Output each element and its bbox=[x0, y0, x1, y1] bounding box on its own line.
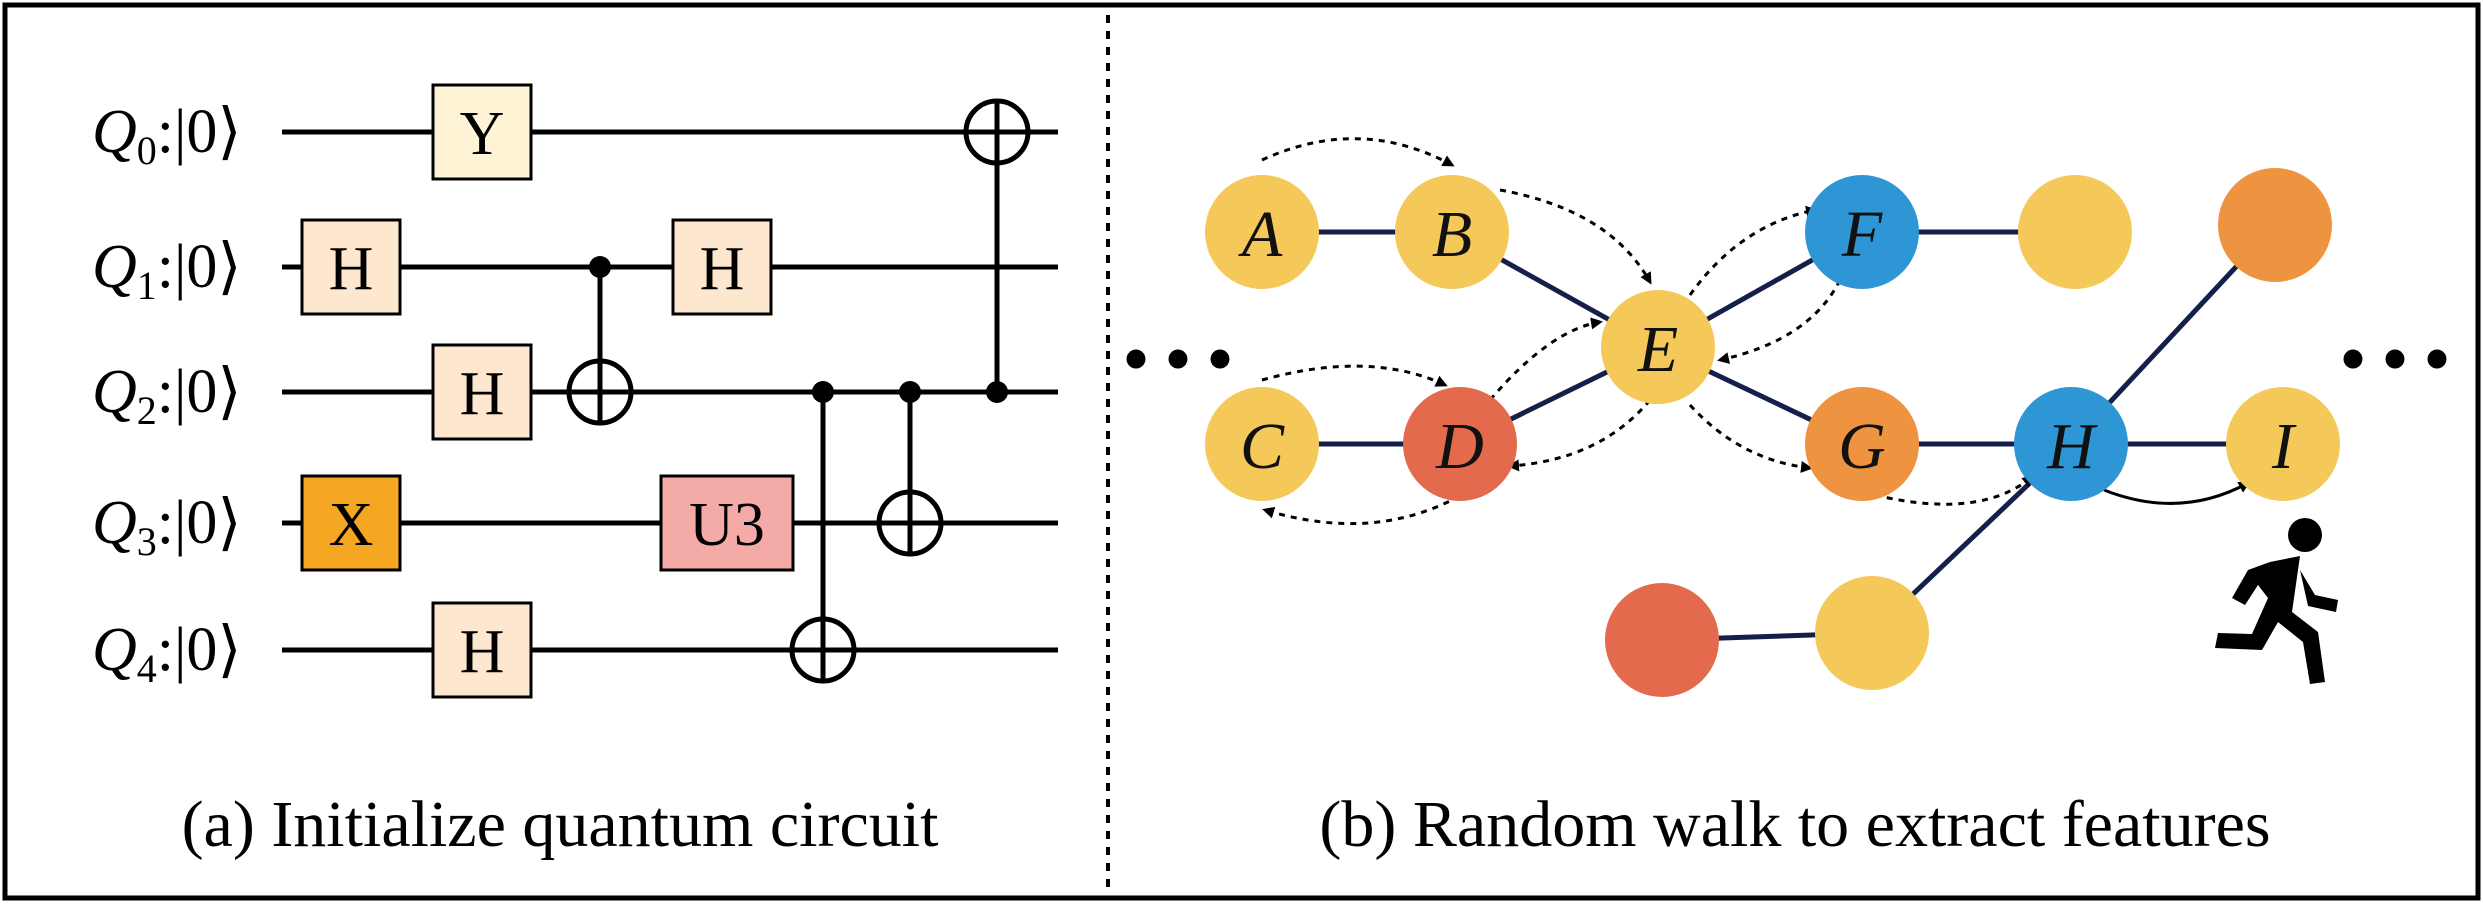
svg-text:U3: U3 bbox=[689, 491, 765, 559]
cnot-target-q2 bbox=[566, 358, 634, 426]
svg-text:G: G bbox=[1838, 410, 1886, 483]
random-walk-panel: A B C D E F G bbox=[1124, 137, 2450, 861]
svg-text:F: F bbox=[1841, 198, 1883, 271]
walk-arrow-b-e bbox=[1499, 188, 1652, 285]
running-person-icon bbox=[2215, 518, 2338, 684]
svg-text:D: D bbox=[1435, 410, 1484, 483]
node-unlabeled-top-orange bbox=[2218, 168, 2332, 282]
cnot-target-q4 bbox=[789, 616, 857, 684]
graph-nodes: A B C D E F G bbox=[1205, 168, 2340, 697]
control-dot-q2-b bbox=[899, 381, 921, 403]
control-dot-q2-c bbox=[986, 381, 1008, 403]
svg-text:H: H bbox=[460, 618, 505, 686]
svg-text:Q4:|0⟩: Q4:|0⟩ bbox=[92, 616, 242, 691]
svg-text:H: H bbox=[2046, 410, 2098, 483]
gate-y-q0: Y bbox=[431, 83, 533, 181]
node-b: B bbox=[1395, 175, 1509, 289]
svg-text:H: H bbox=[329, 235, 374, 303]
control-dot-q1 bbox=[589, 256, 611, 278]
qubit-label-q4: Q4:|0⟩ bbox=[92, 616, 242, 691]
svg-text:B: B bbox=[1432, 198, 1472, 271]
caption-panel-a: (a) Initialize quantum circuit bbox=[182, 788, 939, 861]
qubit-label-q1: Q1:|0⟩ bbox=[92, 233, 242, 308]
gate-x-q3: X bbox=[300, 474, 402, 572]
svg-text:Q0:|0⟩: Q0:|0⟩ bbox=[92, 98, 242, 173]
node-c: C bbox=[1205, 387, 1319, 501]
svg-text:A: A bbox=[1238, 198, 1283, 271]
qubit-wires bbox=[282, 129, 1058, 653]
walk-arrow-f-e bbox=[1717, 279, 1842, 364]
qubit-label-q0: Q0:|0⟩ bbox=[92, 98, 242, 173]
gate-u3-q3: U3 bbox=[659, 474, 795, 572]
cnot-target-q3 bbox=[876, 489, 944, 557]
node-i: I bbox=[2226, 387, 2340, 501]
svg-text:Q2:|0⟩: Q2:|0⟩ bbox=[92, 358, 242, 433]
walk-arrow-d-c bbox=[1262, 488, 1471, 526]
quantum-circuit-panel: Q0:|0⟩ Q1:|0⟩ Q2:|0⟩ Q3:|0⟩ Q4:|0⟩ bbox=[92, 83, 1058, 861]
cnot-target-q0 bbox=[963, 98, 1031, 166]
node-g: G bbox=[1805, 387, 1919, 501]
svg-text:Q3:|0⟩: Q3:|0⟩ bbox=[92, 489, 242, 564]
walk-arrow-d-e bbox=[1488, 317, 1603, 401]
qubit-label-q3: Q3:|0⟩ bbox=[92, 489, 242, 564]
node-unlabeled-top-yellow bbox=[2018, 175, 2132, 289]
node-h: H bbox=[2014, 387, 2128, 501]
gate-h-q4: H bbox=[431, 601, 533, 699]
svg-text:H: H bbox=[700, 235, 745, 303]
caption-panel-b: (b) Random walk to extract features bbox=[1319, 788, 2270, 861]
walk-arrow-h-i bbox=[2103, 481, 2251, 505]
control-dot-q2-a bbox=[812, 381, 834, 403]
node-unlabeled-bottom-yellow bbox=[1815, 576, 1929, 690]
node-f: F bbox=[1805, 175, 1919, 289]
walk-arrow-a-b bbox=[1261, 137, 1455, 167]
svg-text:Y: Y bbox=[460, 100, 505, 168]
svg-text:C: C bbox=[1240, 410, 1285, 483]
gate-h-q1-first: H bbox=[300, 218, 402, 316]
walk-arrow-g-h bbox=[1874, 475, 2035, 506]
walk-arrows bbox=[1261, 137, 2035, 526]
node-a: A bbox=[1205, 175, 1319, 289]
svg-text:H: H bbox=[460, 360, 505, 428]
svg-text:X: X bbox=[329, 491, 374, 559]
svg-text:I: I bbox=[2271, 410, 2297, 483]
gate-h-q1-second: H bbox=[671, 218, 773, 316]
ellipsis-left: • • • bbox=[1124, 321, 1233, 398]
walk-arrow-e-g bbox=[1688, 403, 1813, 473]
node-unlabeled-bottom-red bbox=[1605, 583, 1719, 697]
walk-arrow-c-d bbox=[1261, 364, 1448, 387]
ellipsis-right: • • • bbox=[2341, 321, 2450, 398]
walk-arrow-e-d bbox=[1507, 399, 1652, 472]
node-d: D bbox=[1403, 387, 1517, 501]
svg-text:Q1:|0⟩: Q1:|0⟩ bbox=[92, 233, 242, 308]
qubit-label-q2: Q2:|0⟩ bbox=[92, 358, 242, 433]
svg-text:E: E bbox=[1637, 313, 1678, 386]
walk-arrow-e-f bbox=[1688, 205, 1818, 296]
node-e: E bbox=[1601, 290, 1715, 404]
gate-h-q2: H bbox=[431, 343, 533, 441]
